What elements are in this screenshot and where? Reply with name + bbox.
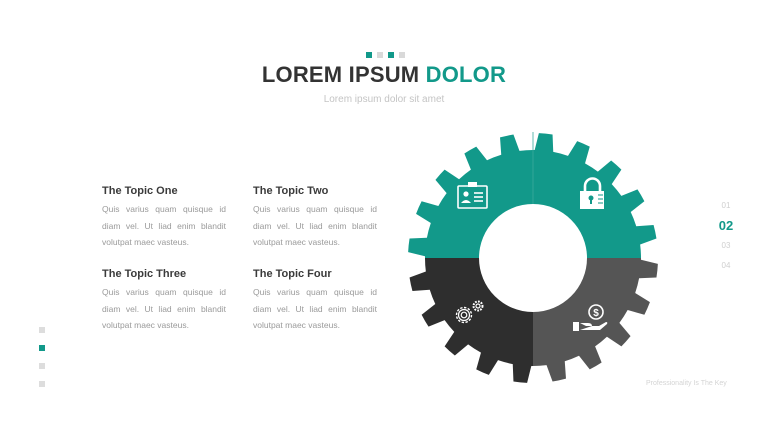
header-decoration-dots [366, 52, 405, 58]
gear-center-hole [479, 204, 587, 312]
slide-title: LOREM IPSUM DOLOR [0, 62, 768, 88]
topic-body: Quis varius quam quisque id diam vel. Ut… [253, 287, 377, 330]
topic-title: The Topic Four [253, 268, 332, 280]
decor-dot [377, 52, 383, 58]
topic-three: The Topic Three Quis varius quam quisque… [102, 267, 226, 334]
topic-body: Quis varius quam quisque id diam vel. Ut… [102, 287, 226, 330]
topic-title: The Topic One [102, 185, 178, 197]
id-card-icon [457, 182, 488, 209]
side-nav-dot[interactable] [39, 381, 45, 387]
decor-dot [366, 52, 372, 58]
topic-four: The Topic Four Quis varius quam quisque … [253, 267, 377, 334]
topic-title: The Topic Two [253, 185, 329, 197]
decor-dot [399, 52, 405, 58]
topic-body: Quis varius quam quisque id diam vel. Ut… [253, 204, 377, 247]
topic-title: The Topic Three [102, 268, 187, 280]
slide-pager: 01 02 03 04 [712, 196, 740, 276]
pager-item-active[interactable]: 02 [718, 218, 734, 233]
padlock-icon [580, 177, 604, 209]
footer-tagline: Professionality Is The Key [646, 380, 727, 387]
title-part-accent: DOLOR [425, 62, 507, 87]
svg-text:$: $ [593, 308, 599, 319]
side-nav-dots [39, 327, 45, 399]
side-nav-dot[interactable] [39, 363, 45, 369]
slide-subtitle: Lorem ipsum dolor sit amet [323, 94, 445, 105]
topic-one: The Topic One Quis varius quam quisque i… [102, 184, 226, 251]
topic-two: The Topic Two Quis varius quam quisque i… [253, 184, 377, 251]
pager-item[interactable]: 03 [721, 241, 731, 250]
side-nav-dot-active[interactable] [39, 345, 45, 351]
pager-item[interactable]: 04 [721, 261, 731, 270]
topic-body: Quis varius quam quisque id diam vel. Ut… [102, 204, 226, 247]
cogs-icon [455, 300, 484, 324]
title-part-dark: LOREM IPSUM [261, 62, 420, 87]
side-nav-dot[interactable] [39, 327, 45, 333]
hand-coin-icon: $ [573, 304, 608, 331]
pager-item[interactable]: 01 [721, 201, 731, 210]
decor-dot [388, 52, 394, 58]
